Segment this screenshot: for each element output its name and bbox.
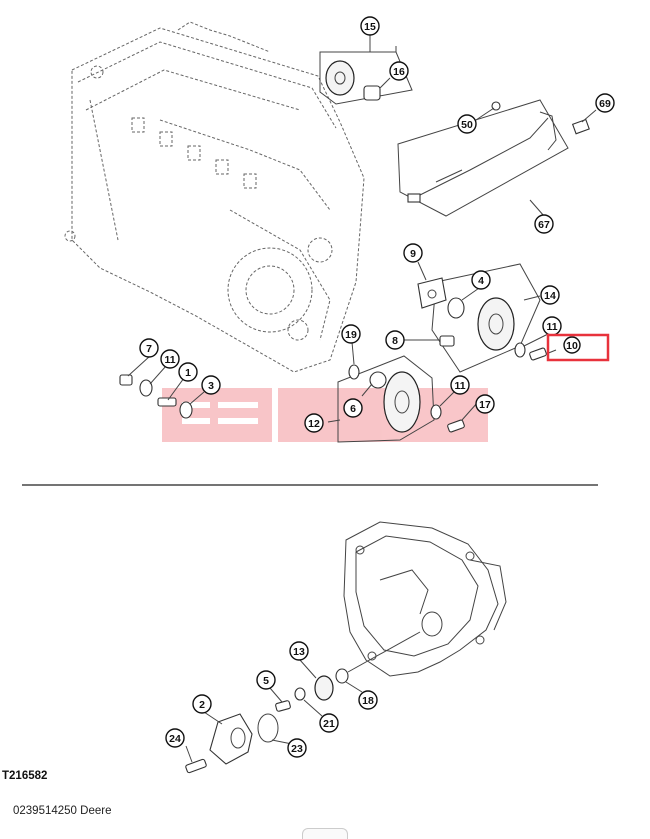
callout-18: 18	[358, 690, 378, 710]
callout-67: 67	[534, 214, 554, 234]
leader-lines	[127, 35, 597, 423]
svg-text:69: 69	[599, 98, 611, 110]
svg-text:11: 11	[164, 354, 175, 366]
svg-text:11: 11	[546, 321, 557, 333]
callout-15: 15	[360, 16, 380, 36]
callout-11-upper-right: 11	[542, 316, 562, 336]
callout-14: 14	[540, 285, 560, 305]
svg-text:23: 23	[291, 743, 303, 755]
svg-text:6: 6	[350, 403, 356, 415]
callout-5: 5	[256, 670, 276, 690]
svg-text:11: 11	[454, 380, 465, 392]
callout-7: 7	[139, 338, 159, 358]
callout-21: 21	[319, 713, 339, 733]
callout-10-highlight-box	[546, 333, 610, 362]
svg-text:50: 50	[461, 119, 473, 131]
callout-8: 8	[385, 330, 405, 350]
callout-11-lower: 11	[450, 375, 470, 395]
svg-text:14: 14	[544, 290, 556, 302]
part-number-caption: 0239514250 Deere	[13, 805, 112, 817]
callout-12: 12	[304, 413, 324, 433]
svg-text:13: 13	[293, 646, 305, 658]
svg-text:4: 4	[478, 275, 484, 287]
svg-text:17: 17	[479, 399, 491, 411]
flywheel-housing	[343, 521, 507, 677]
callout-10: 10	[563, 336, 581, 354]
callout-9: 9	[403, 243, 423, 263]
figure-reference: T216582	[2, 770, 48, 782]
svg-text:15: 15	[364, 21, 376, 33]
watermark-logo	[162, 388, 488, 442]
callout-13: 13	[289, 641, 309, 661]
svg-text:18: 18	[362, 695, 374, 707]
callout-69: 69	[595, 93, 615, 113]
callout-17: 17	[475, 394, 495, 414]
callout-16: 16	[389, 61, 409, 81]
svg-text:5: 5	[263, 675, 269, 687]
svg-text:21: 21	[323, 718, 335, 730]
callout-6: 6	[343, 398, 363, 418]
callout-50: 50	[457, 114, 477, 134]
camshaft-gear-group	[319, 46, 413, 105]
dipstick-group	[397, 99, 590, 217]
svg-text:10: 10	[566, 340, 578, 352]
svg-text:16: 16	[393, 66, 405, 78]
svg-text:12: 12	[308, 418, 320, 430]
crankshaft-gear-group	[337, 355, 435, 443]
svg-text:1: 1	[185, 367, 191, 379]
svg-text:24: 24	[169, 733, 181, 745]
svg-text:2: 2	[199, 699, 205, 711]
svg-text:3: 3	[208, 380, 214, 392]
callout-4: 4	[471, 270, 491, 290]
callout-3: 3	[201, 375, 221, 395]
callout-24: 24	[165, 728, 185, 748]
callout-11-left: 11	[160, 349, 180, 369]
svg-text:7: 7	[146, 343, 152, 355]
svg-text:9: 9	[410, 248, 416, 260]
callout-23: 23	[287, 738, 307, 758]
engine-block	[64, 21, 365, 373]
callout-1: 1	[178, 362, 198, 382]
callout-2: 2	[192, 694, 212, 714]
bottom-drive-group	[185, 631, 421, 774]
svg-text:19: 19	[345, 329, 357, 341]
callout-19: 19	[341, 324, 361, 344]
small-hardware	[119, 335, 547, 433]
bottom-tab[interactable]	[302, 828, 348, 839]
svg-text:8: 8	[392, 335, 398, 347]
svg-text:67: 67	[538, 219, 550, 231]
